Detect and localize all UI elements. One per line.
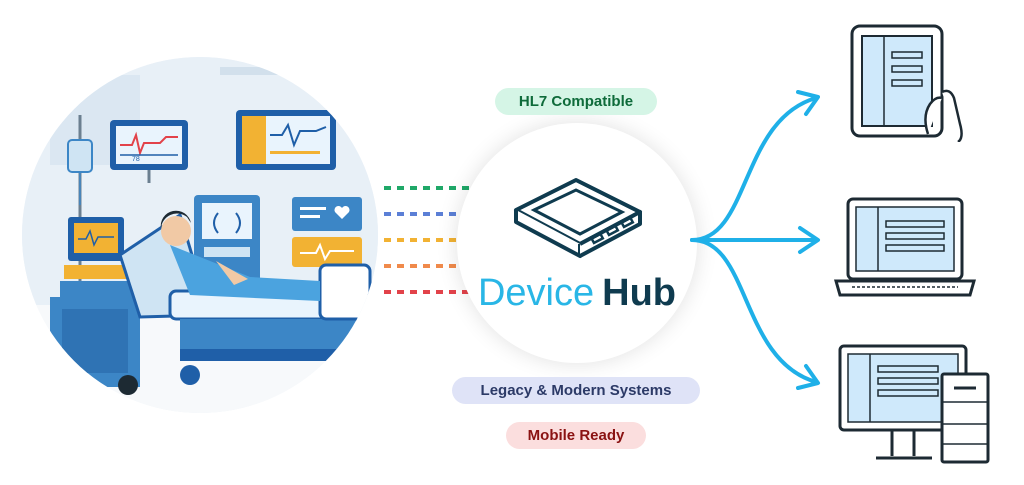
arrow-to-desktop	[690, 238, 818, 384]
vitals-monitor-icon: 78	[110, 120, 188, 183]
hospital-scene-illustration: 78	[22, 57, 378, 413]
arrow-head-tablet	[796, 90, 820, 116]
desktop-device-icon	[838, 344, 990, 464]
device-hub-title-part2: Hub	[602, 272, 677, 314]
arrow-head-desktop	[796, 364, 820, 390]
monitor-reading: 78	[132, 156, 140, 163]
router-box-icon	[514, 178, 642, 258]
tablet-device-icon	[850, 24, 963, 142]
patient-icon	[160, 210, 320, 301]
heart-panel-icon	[292, 197, 362, 267]
wall-monitor-icon	[236, 110, 336, 170]
hand-icon	[924, 89, 963, 142]
infusion-pump-icon	[60, 217, 132, 297]
device-hub-title-part1: Device	[477, 272, 595, 314]
output-arrows	[690, 90, 820, 390]
legacy-modern-systems-badge: Legacy & Modern Systems	[452, 377, 700, 404]
arrow-to-tablet	[690, 96, 818, 242]
mobile-ready-badge: Mobile Ready	[506, 422, 646, 449]
device-hub-title: Device Hub	[478, 270, 676, 316]
hl7-compatible-badge: HL7 Compatible	[495, 88, 657, 115]
data-connector-lines	[384, 186, 476, 294]
laptop-device-icon	[834, 197, 976, 297]
arrow-head-laptop	[798, 226, 820, 254]
